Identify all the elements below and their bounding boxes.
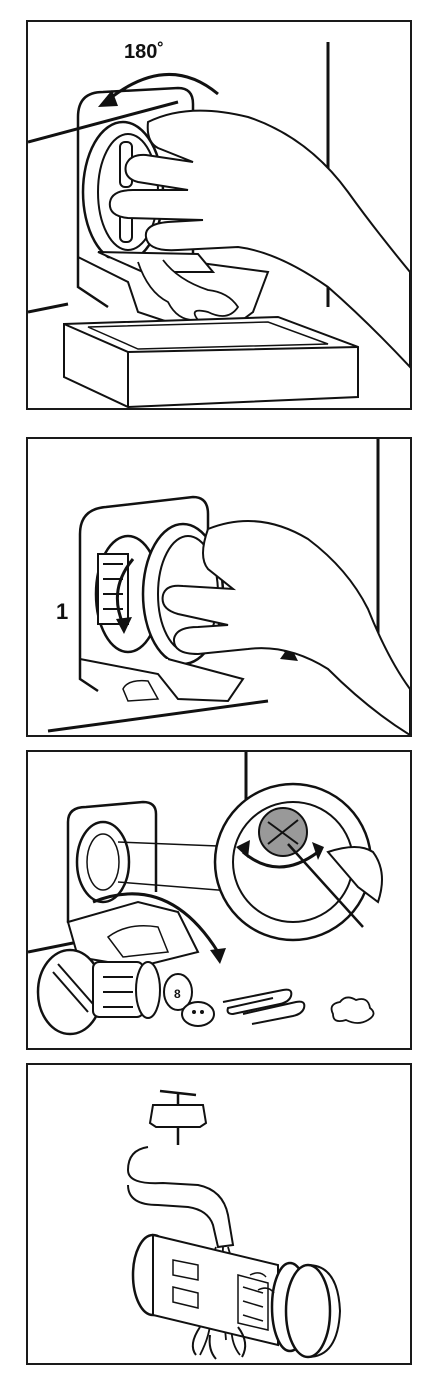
filter-body-icon xyxy=(131,1233,342,1359)
lint-icon xyxy=(330,996,375,1024)
step-2-illustration: 1 2 xyxy=(47,439,410,735)
rotation-angle-label: 180˚ xyxy=(124,40,164,63)
hand-icon xyxy=(108,109,410,369)
turn-arrow-icon xyxy=(115,558,135,625)
step-4-panel xyxy=(26,1063,412,1365)
step-label-1: 1 xyxy=(56,599,68,624)
hand-icon xyxy=(161,520,410,735)
basin-icon xyxy=(63,315,359,408)
water-flow-icon xyxy=(137,259,240,322)
step-3-illustration: 8 xyxy=(28,752,383,1036)
svg-text:8: 8 xyxy=(174,987,181,1001)
step-4-illustration xyxy=(126,1089,342,1360)
button-icon xyxy=(181,1001,215,1027)
curved-arrow-icon xyxy=(92,892,220,953)
step-3-panel: 8 xyxy=(26,750,412,1050)
tap-icon xyxy=(126,1089,235,1249)
step-1-panel: 180˚ xyxy=(26,20,412,410)
paper-clip-icon xyxy=(222,988,293,1016)
rotation-arrow-icon xyxy=(107,73,219,102)
step-1-illustration: 180˚ xyxy=(28,40,410,408)
step-2-panel: 1 2 xyxy=(26,437,412,737)
coin-icon xyxy=(163,973,193,1011)
